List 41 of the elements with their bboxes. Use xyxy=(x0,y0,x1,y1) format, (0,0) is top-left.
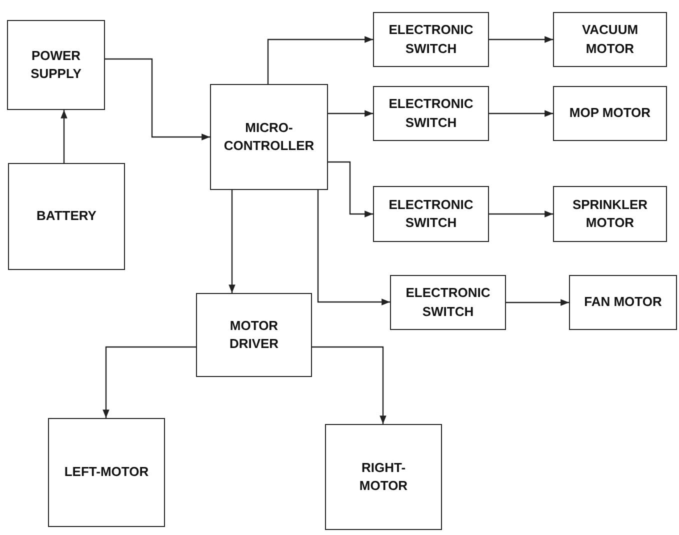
block-label: RIGHT-MOTOR xyxy=(358,458,409,495)
block-box xyxy=(210,84,328,190)
arrow xyxy=(60,110,68,163)
block-box xyxy=(7,20,105,110)
arrow xyxy=(228,190,236,293)
arrow xyxy=(506,299,569,306)
block-label: FAN MOTOR xyxy=(584,293,662,312)
block-box xyxy=(325,424,442,530)
arrow xyxy=(102,346,196,418)
block-box xyxy=(553,86,667,141)
block-label: POWER SUPPLY xyxy=(30,46,82,83)
block-box xyxy=(373,86,489,141)
arrow xyxy=(489,110,553,117)
arrow xyxy=(267,36,373,84)
block-label: ELECTRONIC SWITCH xyxy=(404,284,492,320)
block-box xyxy=(553,12,667,67)
block-label: ELECTRONIC SWITCH xyxy=(388,196,474,232)
block-label: MICRO-CONTROLLER xyxy=(222,118,316,155)
block-label: MOTOR DRIVER xyxy=(228,316,280,353)
block-box xyxy=(48,418,165,527)
block-label: ELECTRONIC SWITCH xyxy=(388,95,474,132)
arrow xyxy=(312,346,386,424)
arrow xyxy=(328,110,373,117)
arrow xyxy=(105,58,210,140)
block-box xyxy=(8,163,125,270)
block-box xyxy=(196,293,312,377)
arrow xyxy=(317,190,390,306)
block-label: ELECTRONIC SWITCH xyxy=(388,21,474,58)
block-label: VACUUM MOTOR xyxy=(580,21,640,58)
block-label: BATTERY xyxy=(36,207,96,226)
block-label: SPRINKLER MOTOR xyxy=(571,196,649,232)
block-box xyxy=(569,275,677,330)
arrow xyxy=(489,210,553,218)
block-box xyxy=(373,12,489,67)
block-label: MOP MOTOR xyxy=(569,104,651,122)
arrow xyxy=(489,36,553,43)
block-box xyxy=(553,186,667,242)
block-box xyxy=(390,275,506,330)
block-box xyxy=(373,186,489,242)
arrow xyxy=(328,161,373,218)
block-label: LEFT-MOTOR xyxy=(64,463,149,482)
